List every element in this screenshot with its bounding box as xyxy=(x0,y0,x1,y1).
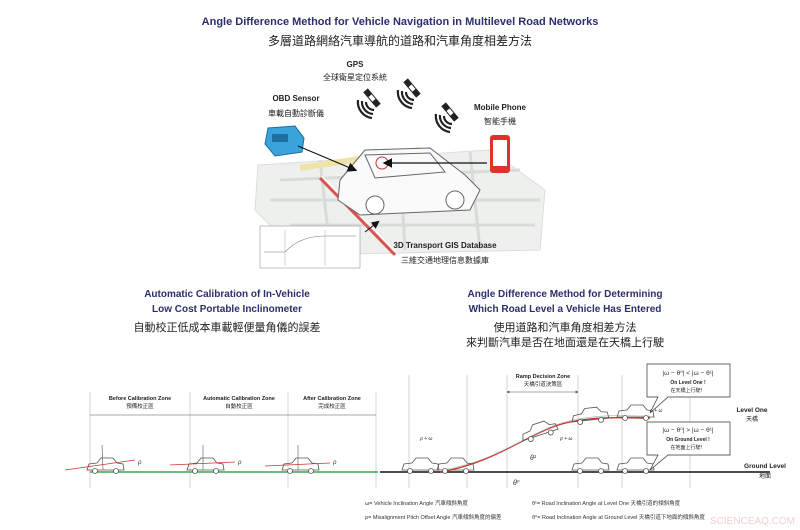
theta0-label: θ⁰ xyxy=(513,479,520,487)
calibration-car xyxy=(64,444,136,474)
rho-label: ρ xyxy=(237,460,242,466)
watermark: SCIENCEAQ.COM xyxy=(710,516,795,527)
left-title-line2: Low Cost Portable Inclinometer xyxy=(152,304,302,315)
theta1-label: θ¹ xyxy=(530,455,537,462)
rho-label: ρ xyxy=(332,460,337,466)
svg-text:|ω − θ⁰| > |ω − θ¹|: |ω − θ⁰| > |ω − θ¹| xyxy=(662,427,713,434)
right-title-zh-line1: 使用道路和汽車角度相差方法 xyxy=(494,320,637,334)
obd-arrow xyxy=(297,145,358,172)
level-one-callout: |ω − θ⁰| < |ω − θ¹| On Level One ! 在天橋上行… xyxy=(646,363,731,414)
car-illustration xyxy=(337,147,481,216)
legend-omega: ω= Vehicle Inclination Angle 汽車傾斜角度 xyxy=(365,499,468,507)
main-title: Angle Difference Method for Vehicle Navi… xyxy=(202,16,599,28)
gps-satellite-icon xyxy=(356,77,460,134)
obd-label-zh: 車載自動診斷儀 xyxy=(268,108,324,118)
ground-level-callout: |ω − θ⁰| > |ω − θ¹| On Ground Level ! 在地… xyxy=(646,421,731,471)
svg-text:On Ground Level !: On Ground Level ! xyxy=(666,437,710,443)
calibration-car xyxy=(264,445,331,474)
gis-label: 3D Transport GIS Database xyxy=(393,241,497,250)
rho-label: ρ xyxy=(137,460,142,466)
ramp-zone-label: Ramp Decision Zone xyxy=(516,374,570,380)
zone-before-label-zh: 預備校正區 xyxy=(126,402,154,410)
level-one-label: Level One xyxy=(736,407,767,414)
legend-rho: ρ= Misalignment Pitch Offset Angle 汽車傾斜角… xyxy=(365,513,502,521)
calibration-car xyxy=(169,445,236,474)
right-title-line2: Which Road Level a Vehicle Has Entered xyxy=(469,304,662,315)
ground-level-label-zh: 地面 xyxy=(759,472,771,480)
legend-theta0: θ⁰= Road Inclination Angle at Ground Lev… xyxy=(532,513,705,521)
left-title-line1: Automatic Calibration of In-Vehicle xyxy=(144,289,310,300)
legend-theta1: θ¹= Road Inclination Angle at Level One … xyxy=(532,499,681,507)
rho-omega-label: ρ + ω xyxy=(559,436,573,442)
mobile-phone-icon xyxy=(490,135,510,173)
level-one-label-zh: 天橋 xyxy=(746,415,758,423)
main-title-zh: 多層道路網絡汽車導航的道路和汽車角度相差方法 xyxy=(268,33,532,48)
phone-label: Mobile Phone xyxy=(474,103,527,112)
svg-text:On Level One !: On Level One ! xyxy=(670,380,706,386)
zone-after-label-zh: 完成校正區 xyxy=(318,402,346,410)
gis-label-zh: 三維交通地理信息數據庫 xyxy=(401,255,489,265)
svg-text:|ω − θ⁰| < |ω − θ¹|: |ω − θ⁰| < |ω − θ¹| xyxy=(662,370,713,377)
svg-text:在地面上行駛！: 在地面上行駛！ xyxy=(670,444,705,451)
zone-auto-label-zh: 自動校正區 xyxy=(225,402,253,410)
svg-text:在天橋上行駛！: 在天橋上行駛！ xyxy=(670,387,705,394)
rho-omega-label: ρ + ω xyxy=(649,408,663,414)
ramp-zone-label-zh: 天橋引道決策區 xyxy=(524,380,563,388)
right-title-zh-line2: 來判斷汽車是否在地面還是在天橋上行駛 xyxy=(466,335,664,349)
gis-graph-inset xyxy=(259,225,361,269)
zone-after-label: After Calibration Zone xyxy=(303,396,361,402)
calibration-diagram: ρ ρ ρ xyxy=(64,392,378,488)
ground-level-label: Ground Level xyxy=(744,463,786,470)
left-title-zh: 自動校正低成本車載輕便量角儀的誤差 xyxy=(134,320,321,334)
gis-arrow xyxy=(364,220,380,233)
ramp-curve xyxy=(439,416,651,473)
right-title-line1: Angle Difference Method for Determining xyxy=(467,289,662,300)
rho-omega-label: ρ + ω xyxy=(419,436,433,442)
road-highlight xyxy=(318,176,397,257)
gps-label: GPS xyxy=(347,60,365,69)
zone-auto-label: Automatic Calibration Zone xyxy=(203,396,275,402)
zone-before-label: Before Calibration Zone xyxy=(109,396,171,402)
obd-sensor-icon xyxy=(264,125,305,157)
gps-label-zh: 全球衛星定位系統 xyxy=(323,72,387,82)
phone-label-zh: 智能手機 xyxy=(484,116,516,126)
obd-label: OBD Sensor xyxy=(272,94,319,103)
road-level-diagram: ρ + ω ρ + ω ρ + ω θ¹ θ⁰ xyxy=(380,375,770,488)
